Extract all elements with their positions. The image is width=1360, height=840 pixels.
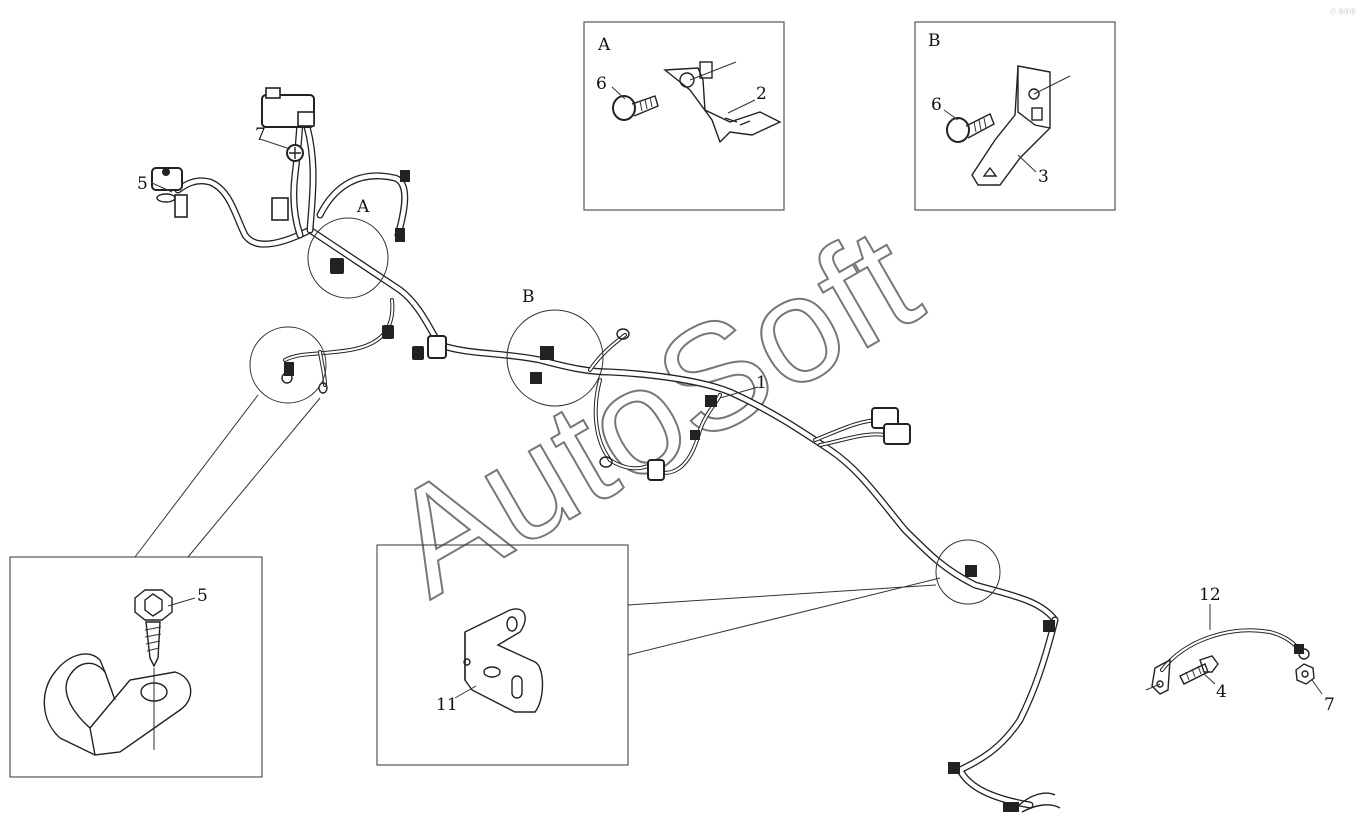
callout-2: 2 (756, 84, 767, 104)
view-label-b-box: B (928, 31, 941, 51)
view-label-a-box: A (597, 35, 611, 55)
callout-5-detail: 5 (197, 586, 208, 606)
bolt-4-drawing (1179, 655, 1219, 685)
main-harness (151, 87, 1061, 813)
callout-7-right: 7 (1324, 695, 1335, 715)
detail-box-b (914, 21, 1116, 211)
view-label-b-main: B (522, 287, 535, 307)
detail-box-bracket (376, 544, 629, 766)
ring-terminal-drawing (43, 653, 192, 756)
bolt-5-drawing (134, 589, 173, 750)
callout-6-a: 6 (596, 74, 607, 94)
callout-6-b: 6 (931, 95, 942, 115)
callout-5-main: 5 (137, 174, 148, 194)
detail-box-a (583, 21, 785, 211)
callout-12: 12 (1199, 585, 1221, 605)
ground-strap-12 (1145, 628, 1310, 695)
nut-7-right-drawing (1295, 663, 1315, 685)
detail-circle-b (506, 309, 604, 407)
bracket-3-drawing (971, 65, 1071, 186)
callout-7-main: 7 (255, 125, 266, 145)
detail-circle-a (307, 217, 389, 299)
callout-labels: 7 5 A B 1 A 6 2 B 6 3 5 11 12 4 7 (137, 31, 1335, 715)
callout-1: 1 (756, 373, 767, 393)
callout-11: 11 (436, 695, 458, 715)
bracket-2-drawing (663, 61, 782, 144)
bracket-11-drawing (463, 608, 544, 713)
detail-circle-bracket (935, 539, 1001, 605)
bolt-6-b-drawing (946, 113, 995, 143)
corner-mark: ⓡ ⓢⓢⓢ (1330, 8, 1356, 16)
callout-4: 4 (1216, 682, 1227, 702)
detail-circle-ground (249, 326, 327, 404)
watermark: AutoSoft (362, 195, 944, 628)
detail-box-ground (9, 556, 263, 778)
callout-3: 3 (1038, 167, 1049, 187)
view-label-a-main: A (356, 197, 370, 217)
bolt-6-a-drawing (612, 95, 659, 121)
